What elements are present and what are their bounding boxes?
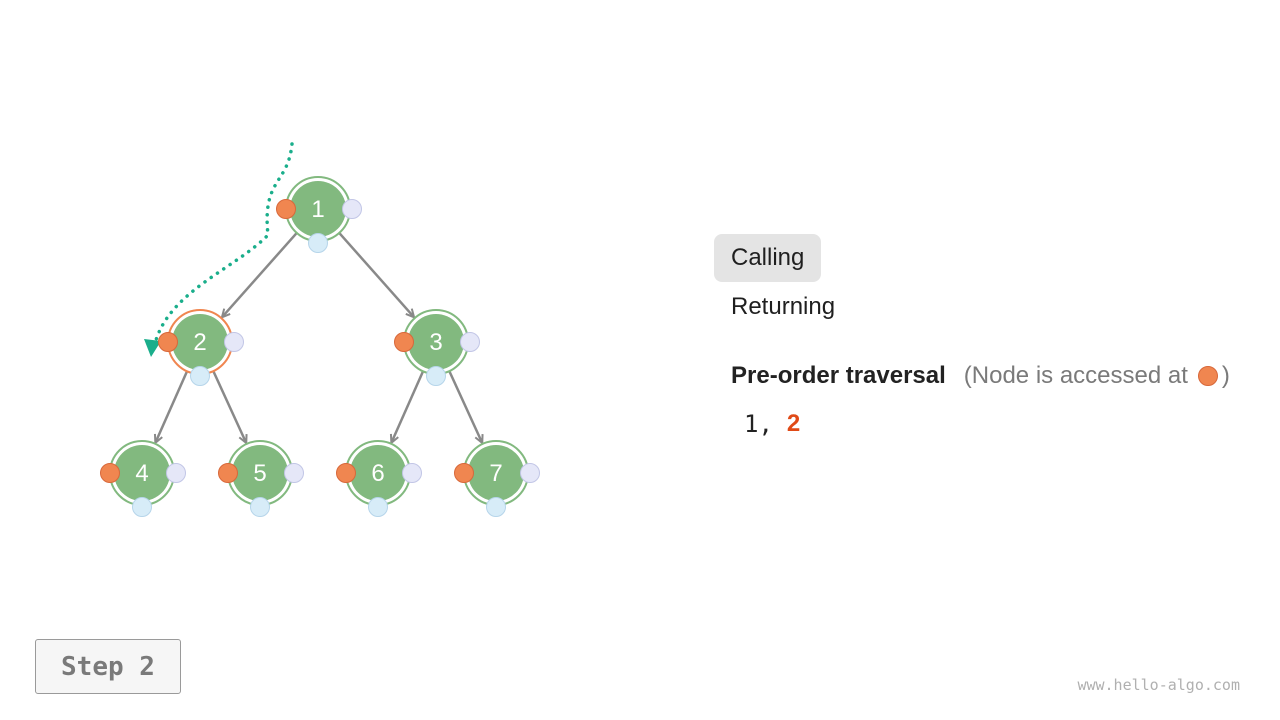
in-order-dot-icon <box>190 366 210 386</box>
edge-3-6 <box>392 370 425 442</box>
tab-calling: Calling <box>714 234 822 282</box>
pre-order-dot-icon <box>336 463 356 483</box>
node-label: 4 <box>135 460 148 487</box>
step-indicator: Step 2 <box>35 639 181 694</box>
legend-note-text: (Node is accessed at <box>963 362 1188 389</box>
node-label: 1 <box>311 196 324 223</box>
edge-1-3 <box>338 232 413 317</box>
post-order-dot-icon <box>342 199 362 219</box>
tab-returning: Returning <box>714 283 852 331</box>
sequence-separator: , <box>758 410 773 438</box>
tree-node-1: 1 <box>276 176 362 253</box>
post-order-dot-icon <box>402 463 422 483</box>
legend-note: (Node is accessed at ) <box>964 362 1230 390</box>
node-body <box>350 445 406 501</box>
pre-order-dot-icon <box>1197 366 1218 386</box>
post-order-dot-icon <box>520 463 540 483</box>
node-body <box>172 314 228 370</box>
edge-2-5 <box>212 370 246 442</box>
tree-nodes: 1 2 3 4 5 6 7 <box>100 176 540 517</box>
in-order-dot-icon <box>308 233 328 253</box>
node-body <box>468 445 524 501</box>
node-body <box>408 314 464 370</box>
edge-3-7 <box>448 370 482 442</box>
in-order-dot-icon <box>132 497 152 517</box>
post-order-dot-icon <box>166 463 186 483</box>
pre-order-dot-icon <box>394 332 414 352</box>
step-label: Step 2 <box>61 651 155 682</box>
traversal-sequence: 1 , 2 <box>744 410 800 438</box>
node-body <box>232 445 288 501</box>
node-label: 2 <box>193 329 206 356</box>
edge-1-2 <box>223 232 298 317</box>
sequence-item-current: 2 <box>786 410 801 437</box>
site-watermark: www.hello-algo.com <box>1077 676 1240 694</box>
node-label: 3 <box>429 329 442 356</box>
post-order-dot-icon <box>224 332 244 352</box>
legend-note-close: ) <box>1221 362 1230 389</box>
node-label: 6 <box>371 460 384 487</box>
pre-order-dot-icon <box>276 199 296 219</box>
pre-order-dot-icon <box>100 463 120 483</box>
traversal-path-line <box>154 142 294 342</box>
in-order-dot-icon <box>250 497 270 517</box>
tab-returning-label: Returning <box>731 293 836 320</box>
tab-calling-label: Calling <box>731 244 805 271</box>
pre-order-dot-icon <box>218 463 238 483</box>
legend-title: Pre-order traversal <box>731 362 946 389</box>
node-body <box>114 445 170 501</box>
tree-node-5: 5 <box>218 440 304 517</box>
tree-node-2: 2 <box>158 309 244 386</box>
tree-edges <box>156 232 482 442</box>
sequence-item-1: 1 <box>744 410 759 438</box>
post-order-dot-icon <box>284 463 304 483</box>
tree-node-3: 3 <box>394 309 480 386</box>
traversal-path <box>144 142 294 357</box>
tree-node-6: 6 <box>336 440 422 517</box>
traversal-arrowhead-icon <box>144 339 161 357</box>
edge-2-4 <box>156 370 189 442</box>
in-order-dot-icon <box>426 366 446 386</box>
pre-order-dot-icon <box>158 332 178 352</box>
post-order-dot-icon <box>460 332 480 352</box>
in-order-dot-icon <box>368 497 388 517</box>
in-order-dot-icon <box>486 497 506 517</box>
tree-node-4: 4 <box>100 440 186 517</box>
tree-node-7: 7 <box>454 440 540 517</box>
pre-order-dot-icon <box>454 463 474 483</box>
node-label: 5 <box>253 460 266 487</box>
node-body <box>290 181 346 237</box>
node-label: 7 <box>489 460 502 487</box>
traversal-legend: Pre-order traversal (Node is accessed at… <box>731 362 1230 390</box>
